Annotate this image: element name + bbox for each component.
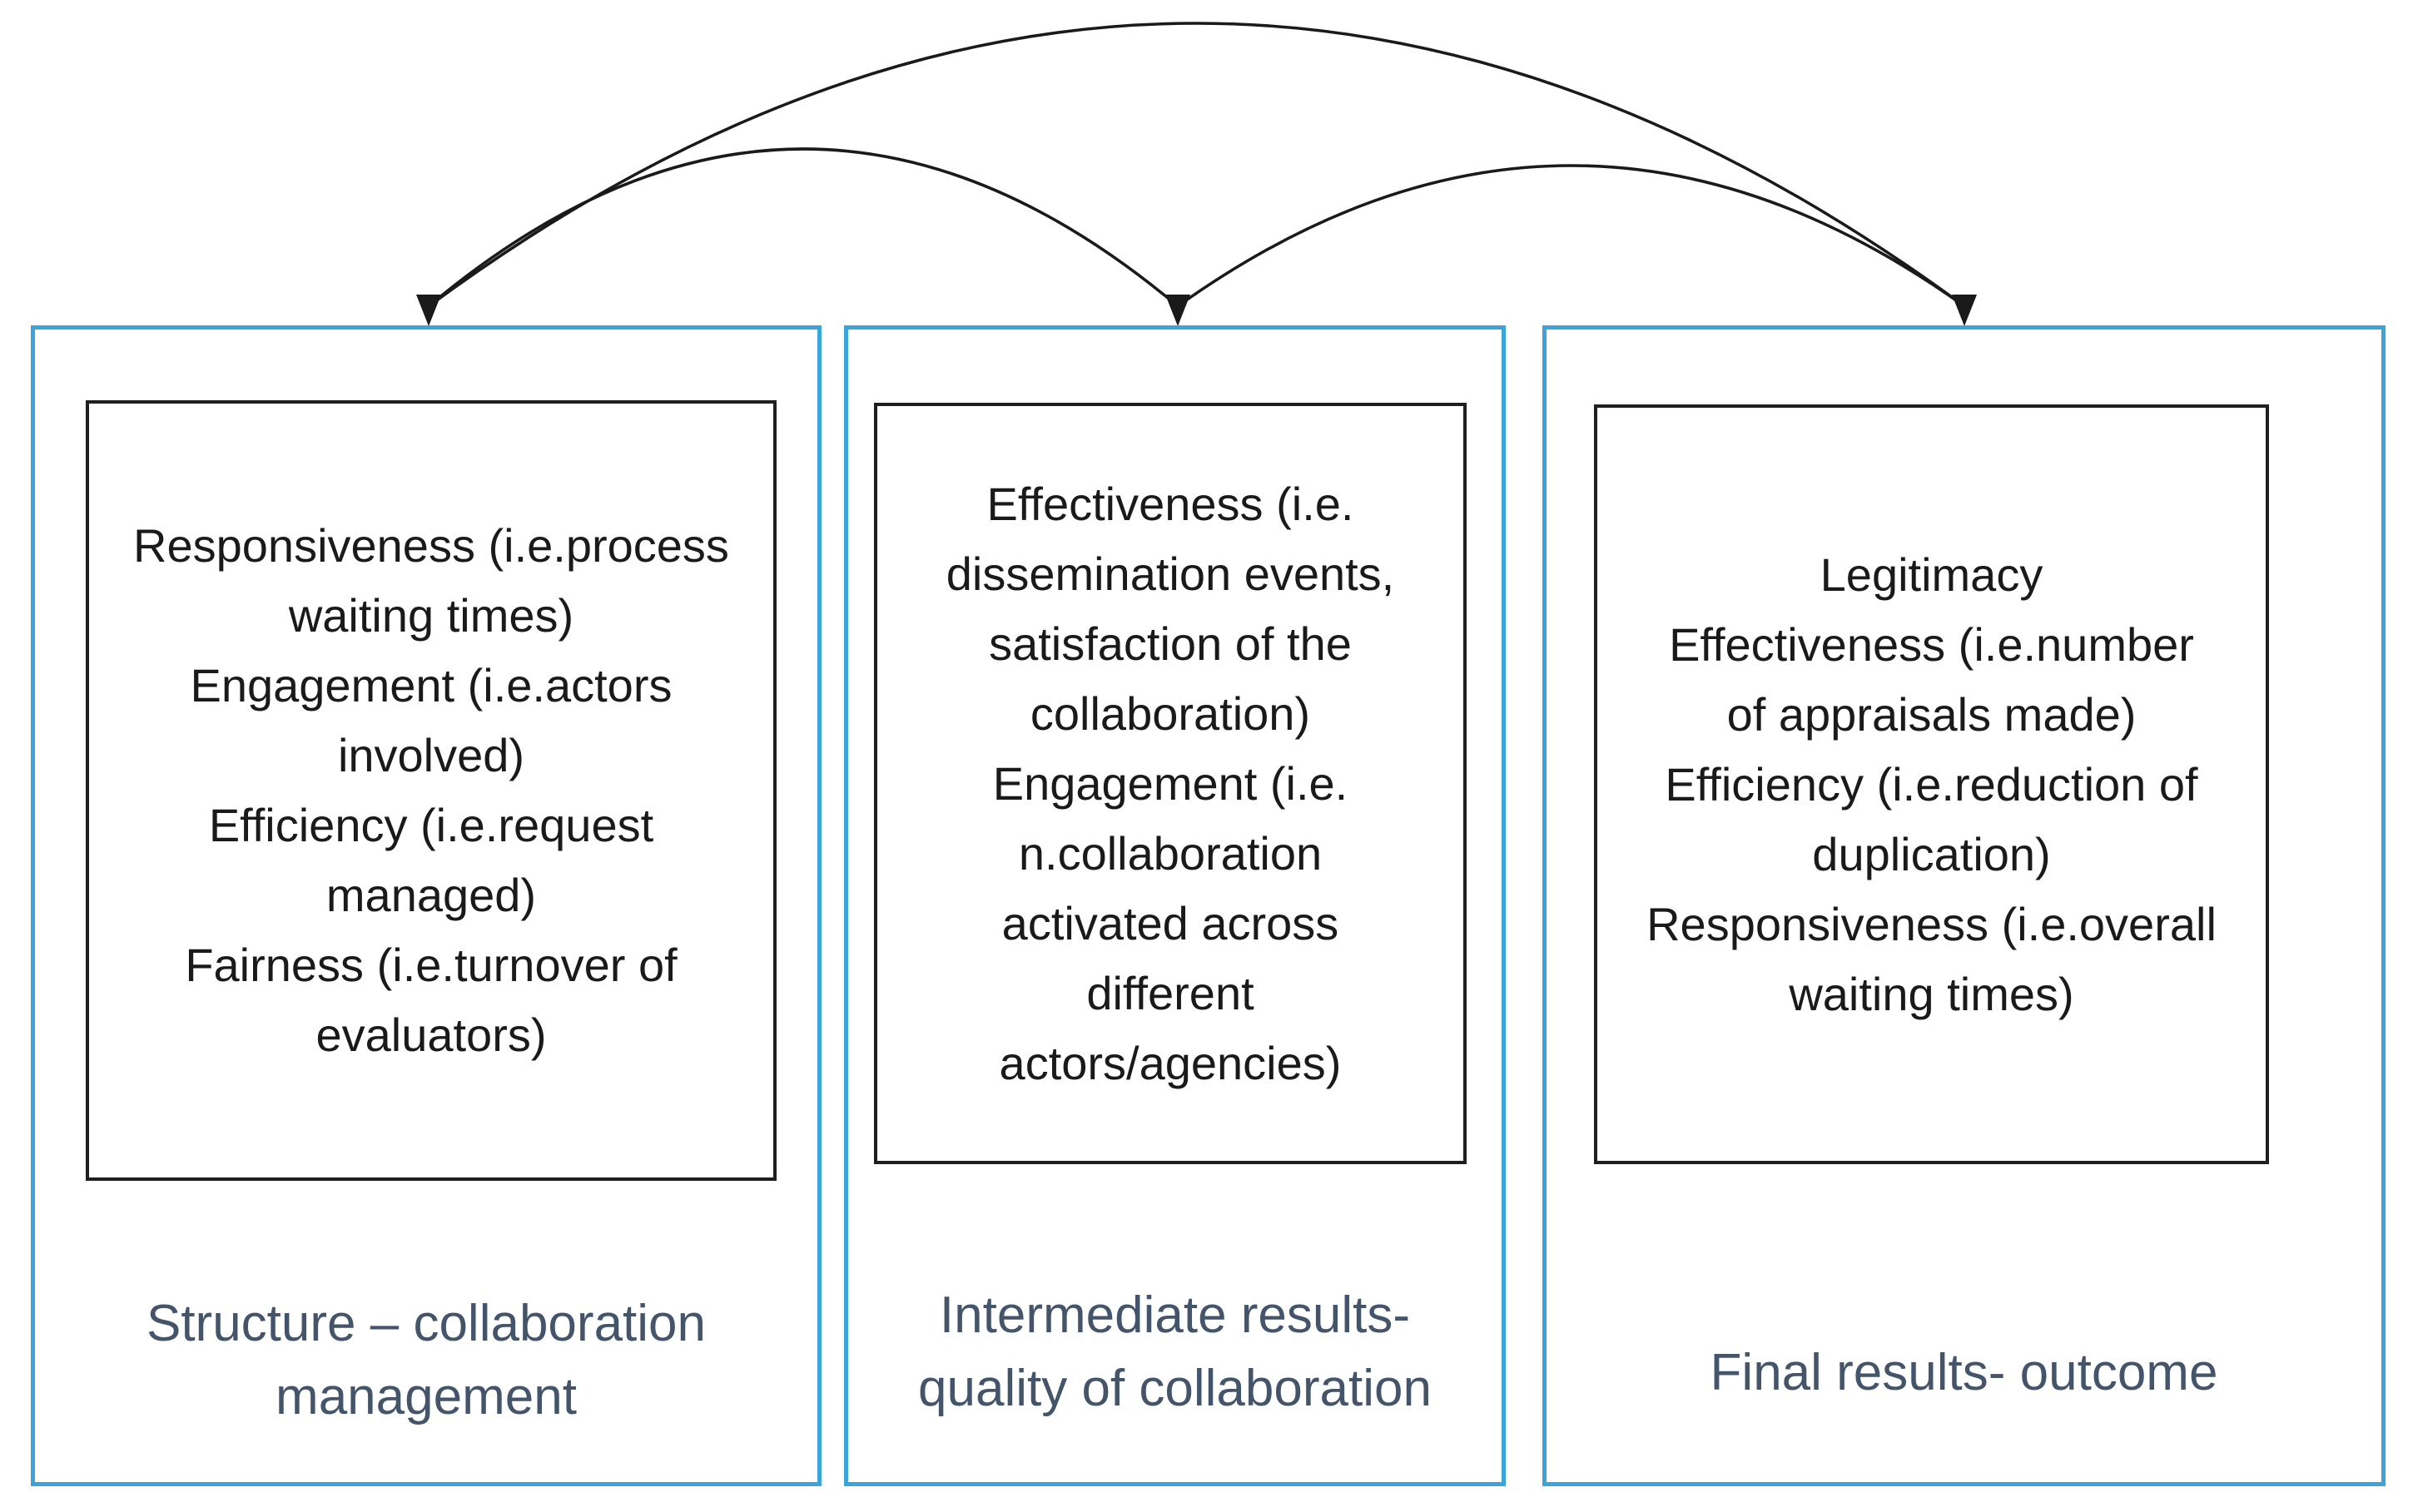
indicator-box-structure: Responsiveness (i.e.process waiting time… bbox=[86, 400, 777, 1181]
indicator-text-structure: Responsiveness (i.e.process waiting time… bbox=[133, 519, 729, 1061]
column-label-zone: Final results- outcome bbox=[1547, 1164, 2381, 1482]
arc-intermediate-to-final bbox=[1176, 164, 1966, 308]
arc-structure-to-final bbox=[427, 22, 1966, 308]
indicator-text-final: Legitimacy Effectiveness (i.e.number of … bbox=[1646, 548, 2217, 1020]
arrowhead-final-icon bbox=[1952, 295, 1977, 326]
arrowhead-intermediate-icon bbox=[1165, 295, 1190, 326]
column-label-final: Final results- outcome bbox=[1710, 1343, 2218, 1401]
column-intermediate-results: Effectiveness (i.e. dissemination events… bbox=[844, 325, 1506, 1486]
connector-arcs bbox=[416, 22, 1977, 326]
column-label-structure: Structure – collaboration management bbox=[146, 1294, 707, 1425]
column-label-zone: Intermediate results- quality of collabo… bbox=[848, 1164, 1502, 1482]
indicator-box-final: Legitimacy Effectiveness (i.e.number of … bbox=[1594, 404, 2269, 1164]
arc-structure-to-intermediate bbox=[427, 147, 1179, 308]
column-label-zone: Structure – collaboration management bbox=[35, 1181, 817, 1482]
column-structure: Responsiveness (i.e.process waiting time… bbox=[31, 325, 822, 1486]
column-final-results: Legitimacy Effectiveness (i.e.number of … bbox=[1542, 325, 2386, 1486]
column-label-intermediate: Intermediate results- quality of collabo… bbox=[918, 1286, 1432, 1417]
arrowhead-structure-icon bbox=[416, 295, 441, 326]
indicator-text-intermediate: Effectiveness (i.e. dissemination events… bbox=[946, 477, 1395, 1089]
indicator-box-intermediate: Effectiveness (i.e. dissemination events… bbox=[874, 403, 1467, 1164]
